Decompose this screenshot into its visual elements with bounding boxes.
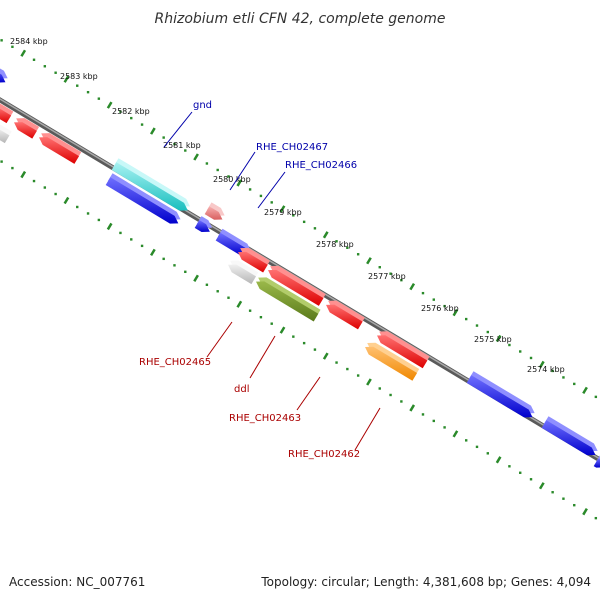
kbp-label: 2584 kbp [10,37,48,46]
kbp-label: 2574 kbp [527,365,565,374]
kbp-label: 2581 kbp [163,141,201,150]
gene-forward [0,68,8,83]
gene-forward [204,202,225,220]
gene-reverse [326,300,365,330]
gene-label-rhe-ch02467: RHE_CH02467 [256,142,328,153]
gene-reverse [0,103,14,124]
kbp-label: 2576 kbp [421,304,459,313]
kbp-label: 2583 kbp [60,72,98,81]
gene-forward [541,416,598,456]
kbp-label: 2575 kbp [474,335,512,344]
gene-reverse [238,247,270,273]
gene-reverse [14,118,40,139]
gene-features [0,68,600,468]
gene-reverse [228,260,259,285]
tick-tracks [0,39,598,520]
gene-label-rhe-ch02462: RHE_CH02462 [288,449,360,460]
kbp-label: 2578 kbp [316,240,354,249]
gene-label-rhe-ch02465: RHE_CH02465 [139,357,211,368]
kbp-label: 2579 kbp [264,208,302,217]
gene-forward [194,216,213,233]
tick-track-outer [0,39,598,399]
gene-label-rhe-ch02466: RHE_CH02466 [285,160,357,171]
gene-reverse [256,277,321,322]
gene-reverse [39,133,82,164]
kbp-label: 2582 kbp [112,107,150,116]
accession-text: Accession: NC_007761 [9,575,145,589]
gene-forward [466,371,535,418]
gene-reverse [377,331,430,369]
kbp-label: 2580 kbp [213,175,251,184]
gene-label-gnd: gnd [193,100,212,111]
gene-label-ddl: ddl [234,384,249,395]
tick-track-inner [0,160,598,520]
map-title: Rhizobium etli CFN 42, complete genome [155,11,446,27]
gene-forward [215,228,252,256]
gene-label-rhe-ch02463: RHE_CH02463 [229,413,301,424]
kbp-label: 2577 kbp [368,272,406,281]
gene-reverse [0,124,12,144]
label-leaders [163,111,381,451]
gene-forward [593,455,600,468]
genome-summary-text: Topology: circular; Length: 4,381,608 bp… [260,575,591,589]
gene-reverse [365,342,420,381]
gene-forward [111,158,190,211]
gene-forward [105,173,181,224]
gene-reverse [268,265,326,306]
